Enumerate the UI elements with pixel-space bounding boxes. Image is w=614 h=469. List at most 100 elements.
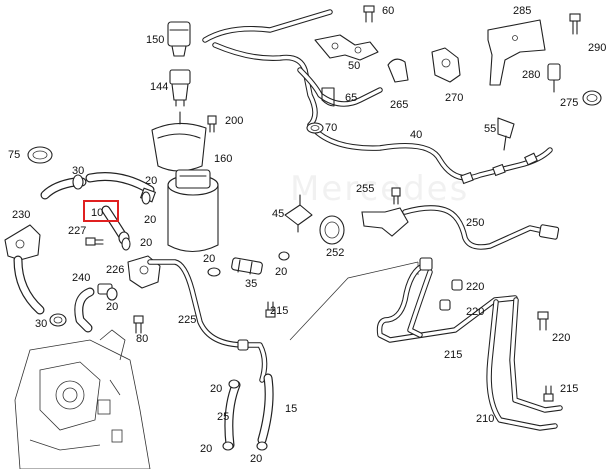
- clamp-20-filter-top[interactable]: [141, 191, 151, 205]
- label-75: 75: [8, 149, 20, 161]
- label-225: 225: [178, 314, 196, 326]
- screw-200[interactable]: [207, 115, 217, 133]
- watermark: Mercedes: [290, 169, 469, 209]
- label-220-top: 220: [466, 281, 484, 293]
- label-230: 230: [12, 209, 30, 221]
- clip-70[interactable]: [306, 122, 324, 134]
- union-35[interactable]: [231, 257, 263, 275]
- label-30-lower: 30: [35, 318, 47, 330]
- screw-227[interactable]: [85, 237, 104, 246]
- clamp-20-union[interactable]: [207, 267, 221, 277]
- pipe-assembly-210[interactable]: [376, 257, 563, 431]
- label-227: 227: [68, 225, 86, 237]
- bracket-50[interactable]: [314, 34, 379, 61]
- clamp-75[interactable]: [27, 146, 53, 164]
- label-20-union-right: 20: [275, 266, 287, 278]
- label-15: 15: [285, 403, 297, 415]
- fuel-pipe-225[interactable]: [147, 259, 268, 383]
- label-20-left-lower: 20: [106, 301, 118, 313]
- label-30-upper: 30: [72, 165, 84, 177]
- clamp-20-filter-mid[interactable]: [121, 237, 131, 251]
- clamp-220-right[interactable]: [537, 311, 549, 331]
- label-275: 275: [560, 97, 578, 109]
- hose-25[interactable]: [224, 380, 241, 450]
- highlight-box-10: [83, 200, 119, 222]
- label-50: 50: [348, 60, 360, 72]
- hose-15[interactable]: [257, 373, 274, 445]
- label-210: 210: [476, 413, 494, 425]
- fuel-line-40[interactable]: [202, 9, 553, 185]
- label-215-mid: 215: [270, 305, 288, 317]
- clip-65[interactable]: [321, 87, 335, 107]
- filter-cap-150[interactable]: [167, 21, 191, 57]
- holder-270[interactable]: [431, 47, 461, 83]
- label-160: 160: [214, 153, 232, 165]
- label-45: 45: [272, 208, 284, 220]
- bracket-230[interactable]: [4, 224, 45, 315]
- label-240: 240: [72, 272, 90, 284]
- hose-30-upper[interactable]: [40, 174, 87, 200]
- high-pressure-pump: [14, 329, 151, 469]
- label-70: 70: [325, 122, 337, 134]
- label-265: 265: [390, 99, 408, 111]
- label-280: 280: [522, 69, 540, 81]
- label-20-bottom-a: 20: [210, 383, 222, 395]
- label-226: 226: [106, 264, 124, 276]
- fuel-line-upper-return[interactable]: [297, 67, 383, 107]
- label-20-bottom-b: 20: [200, 443, 212, 455]
- label-20-filter-mid: 20: [144, 214, 156, 226]
- label-20-union-left: 20: [203, 253, 215, 265]
- label-250: 250: [466, 217, 484, 229]
- label-270: 270: [445, 92, 463, 104]
- label-65: 65: [345, 92, 357, 104]
- label-215-lower: 215: [444, 349, 462, 361]
- label-20-filter-low: 20: [140, 237, 152, 249]
- fuel-pipe-250[interactable]: [361, 205, 560, 250]
- valve-45[interactable]: [284, 194, 313, 233]
- pump-144[interactable]: [169, 69, 191, 107]
- screw-80[interactable]: [133, 315, 144, 334]
- label-220-mid: 220: [466, 306, 484, 318]
- label-220-right: 220: [552, 332, 570, 344]
- label-40: 40: [410, 129, 422, 141]
- label-150: 150: [146, 34, 164, 46]
- label-255: 255: [356, 183, 374, 195]
- bracket-226[interactable]: [127, 255, 161, 289]
- leader-lines: [289, 261, 419, 341]
- clamp-20-left-lower[interactable]: [106, 287, 118, 301]
- sensor-280[interactable]: [547, 63, 561, 93]
- connector-55[interactable]: [497, 117, 515, 151]
- clamp-20-bottom-a[interactable]: [228, 379, 240, 389]
- label-60: 60: [382, 5, 394, 17]
- label-10: 10: [91, 207, 103, 219]
- holder-265[interactable]: [387, 58, 409, 83]
- part-labels: 285 60 150 50 290 280 265 270 144 65 275…: [8, 5, 606, 465]
- label-35: 35: [245, 278, 257, 290]
- clamp-30-lower[interactable]: [49, 313, 67, 327]
- screw-215-right[interactable]: [543, 385, 554, 402]
- screw-215-mid[interactable]: [265, 301, 276, 318]
- bolt-60[interactable]: [363, 5, 375, 23]
- label-252: 252: [326, 247, 344, 259]
- fuel-filter-canister[interactable]: [167, 169, 219, 253]
- label-144: 144: [150, 81, 168, 93]
- hose-10[interactable]: [101, 205, 130, 245]
- label-290: 290: [588, 42, 606, 54]
- connector-255[interactable]: [391, 187, 401, 205]
- label-285: 285: [513, 5, 531, 17]
- bolt-290[interactable]: [569, 13, 581, 35]
- label-25: 25: [217, 411, 229, 423]
- clamp-20-bottom-b[interactable]: [222, 441, 234, 451]
- label-80: 80: [136, 333, 148, 345]
- clamp-275[interactable]: [582, 90, 602, 106]
- label-215-right: 215: [560, 383, 578, 395]
- pressure-regulator-252[interactable]: [319, 215, 345, 245]
- elbow-hose-240[interactable]: [74, 283, 113, 333]
- label-55: 55: [484, 123, 496, 135]
- filter-cover-160[interactable]: [151, 111, 207, 172]
- clamp-20-bottom-c[interactable]: [256, 441, 268, 451]
- label-200: 200: [225, 115, 243, 127]
- clamp-20-union-b[interactable]: [278, 251, 290, 261]
- bracket-285[interactable]: [487, 19, 546, 86]
